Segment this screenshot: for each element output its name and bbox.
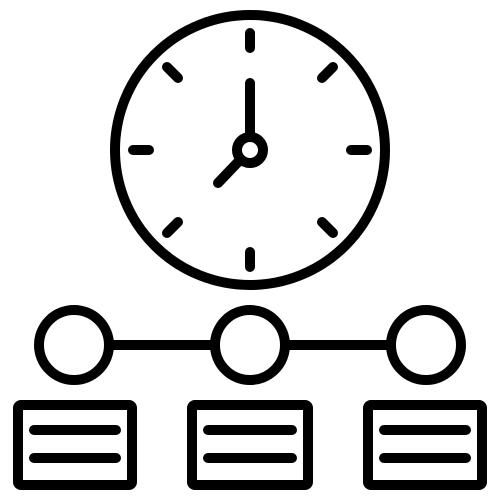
timeline-node-1 (34, 305, 114, 385)
timeline (34, 305, 466, 385)
card-1-frame (13, 400, 137, 490)
card-3 (363, 400, 487, 490)
card-2 (187, 400, 313, 490)
card-3-frame (363, 400, 487, 490)
card-2-frame (187, 400, 313, 490)
tick-7-30 (162, 217, 183, 238)
clock-face (110, 10, 390, 290)
timeline-node-3 (386, 305, 466, 385)
clock-center (232, 132, 268, 168)
hour-hand (213, 155, 245, 188)
card-1 (13, 400, 137, 490)
cards (13, 400, 487, 490)
clock-ticks (128, 28, 372, 272)
tick-10-30 (162, 62, 183, 83)
clock-icon (110, 10, 390, 290)
tick-1-30 (317, 62, 338, 83)
timeline-node-2 (210, 305, 290, 385)
tick-4-30 (317, 217, 338, 238)
